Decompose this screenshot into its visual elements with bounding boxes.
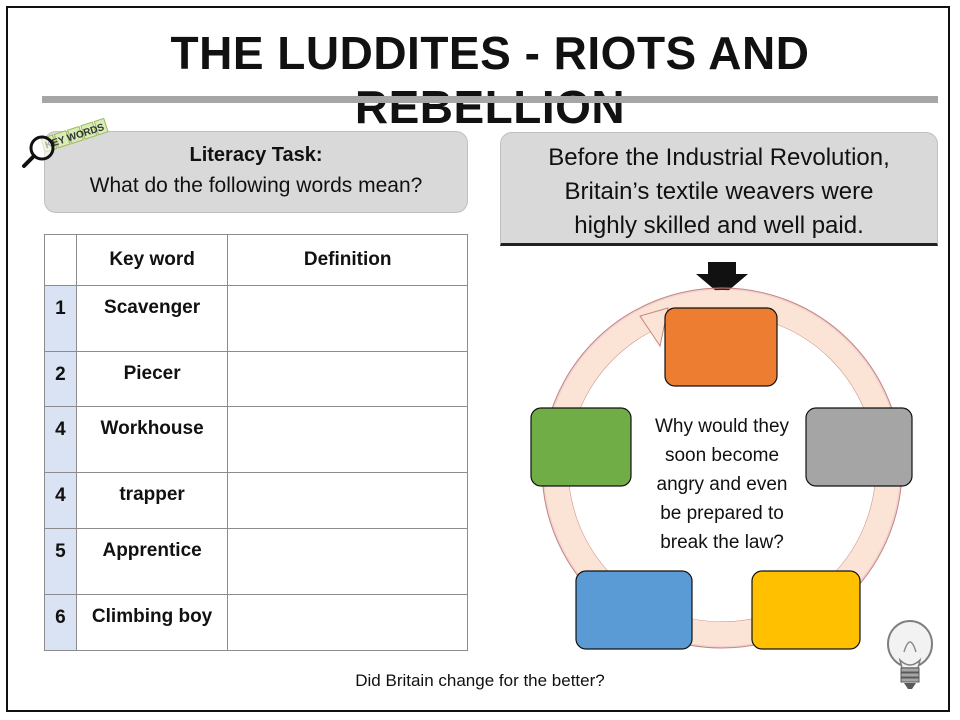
cycle-box-bottom-right [751, 570, 861, 650]
row-key-word: Apprentice [75, 528, 229, 595]
row-definition-cell[interactable] [227, 472, 468, 529]
table-row: 4 Workhouse [44, 406, 468, 473]
lightbulb-icon [887, 620, 933, 689]
down-arrow-icon [696, 262, 748, 296]
row-key-word: Piecer [75, 351, 229, 407]
header-definition: Definition [227, 234, 468, 286]
fact-line: Britain’s textile weavers were [564, 178, 874, 205]
fact-line: highly skilled and well paid. [574, 212, 864, 239]
question-line: soon become [664, 445, 780, 466]
cycle-arrowhead [639, 307, 669, 348]
question-line: break the law? [660, 532, 784, 553]
table-row: 2 Piecer [44, 351, 468, 407]
table-row: 4 trapper [44, 472, 468, 529]
row-number: 6 [44, 594, 77, 651]
row-key-word: Climbing boy [75, 594, 229, 651]
cycle-box-left [530, 407, 632, 487]
question-line: angry and even [656, 474, 788, 495]
cycle-box-right [805, 407, 913, 487]
question-line: be prepared to [660, 503, 784, 524]
row-definition-cell[interactable] [227, 406, 468, 473]
row-key-word: Scavenger [75, 285, 229, 352]
title-underline [42, 96, 938, 103]
question-line: Why would they [654, 416, 790, 437]
context-fact-box: Before the Industrial Revolution, Britai… [500, 132, 938, 246]
row-number: 1 [44, 285, 77, 352]
row-definition-cell[interactable] [227, 285, 468, 352]
table-row: 6 Climbing boy [44, 594, 468, 651]
fact-line: Before the Industrial Revolution, [548, 144, 890, 171]
cycle-box-top [664, 307, 778, 387]
row-definition-cell[interactable] [227, 351, 468, 407]
keywords-magnifier-icon: KEY WORDS [22, 118, 109, 168]
row-key-word: trapper [75, 472, 229, 529]
row-number: 2 [44, 351, 77, 407]
literacy-task-question: What do the following words mean? [89, 174, 423, 197]
keyword-table: Key word Definition 1 Scavenger 2 Piecer… [44, 234, 468, 651]
table-row: 1 Scavenger [44, 285, 468, 352]
header-key-word: Key word [75, 234, 229, 286]
row-number: 4 [44, 406, 77, 473]
table-header-row: Key word Definition [44, 234, 468, 286]
literacy-task-title: Literacy Task: [189, 144, 323, 166]
page-title: THE LUDDITES - RIOTS AND REBELLION [170, 27, 810, 133]
literacy-task-box: Literacy Task: What do the following wor… [44, 131, 468, 213]
footer-question: Did Britain change for the better? [355, 671, 605, 690]
cycle-box-bottom-left [575, 570, 693, 650]
row-number: 4 [44, 472, 77, 529]
table-row: 5 Apprentice [44, 528, 468, 595]
row-definition-cell[interactable] [227, 594, 468, 651]
slide-frame [6, 6, 950, 712]
row-key-word: Workhouse [75, 406, 229, 473]
row-definition-cell[interactable] [227, 528, 468, 595]
header-number [44, 234, 77, 286]
row-number: 5 [44, 528, 77, 595]
cycle-diagram [530, 262, 913, 650]
cycle-center-question: Why would they soon become angry and eve… [636, 412, 808, 557]
